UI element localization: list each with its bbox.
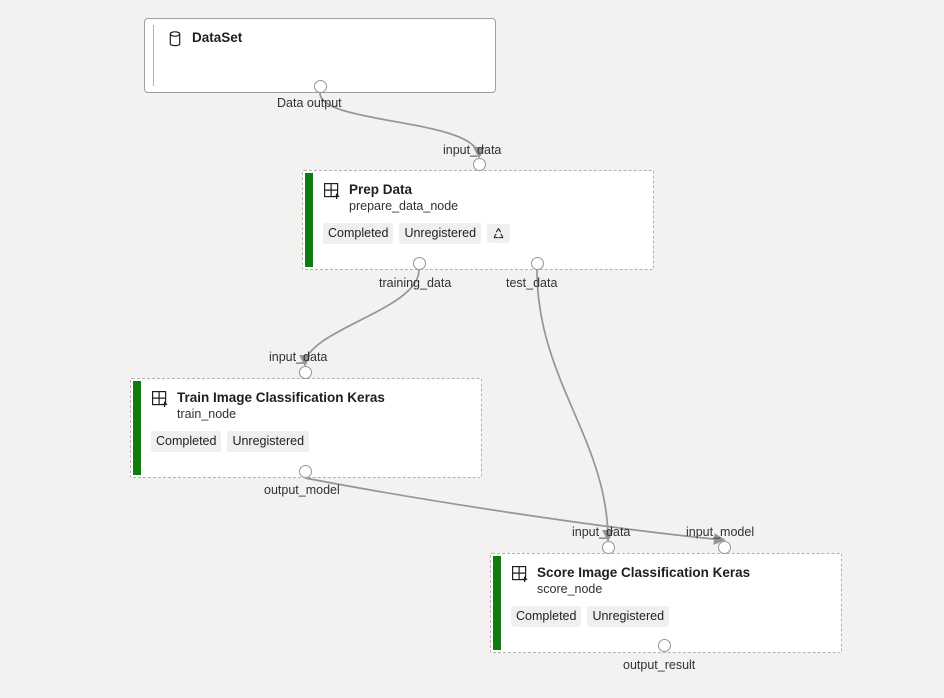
node-status-accent-bar — [493, 556, 501, 650]
reuse-badge[interactable] — [487, 224, 511, 243]
node-header: Prep Data prepare_data_node — [323, 181, 641, 214]
port-label-p_score_in_data: input_data — [572, 525, 631, 539]
port-label-p_prep_train: training_data — [379, 276, 452, 290]
graph-node-train_node[interactable]: Train Image Classification Keras train_no… — [130, 378, 482, 478]
node-subtitle: train_node — [177, 407, 237, 421]
node-header: DataSet — [166, 29, 483, 48]
node-title: DataSet — [192, 30, 243, 45]
node-titles: Score Image Classification Keras score_no… — [537, 564, 750, 597]
port-p_score_in_model[interactable] — [717, 540, 731, 554]
module-grid-plus-icon — [152, 391, 168, 407]
module-grid-plus-icon — [512, 566, 528, 582]
port-p_prep_train[interactable] — [412, 256, 426, 270]
status-badge-unregistered: Unregistered — [399, 223, 482, 244]
node-titles: DataSet — [192, 29, 242, 46]
port-label-p_dataset_out: Data output — [277, 96, 342, 110]
node-title: Train Image Classification Keras — [177, 390, 385, 405]
port-p_prep_in[interactable] — [472, 157, 486, 171]
status-badge-completed: Completed — [323, 223, 394, 244]
node-titles: Train Image Classification Keras train_no… — [177, 389, 385, 422]
port-p_prep_test[interactable] — [530, 256, 544, 270]
status-badge-unregistered: Unregistered — [227, 431, 310, 452]
node-status-accent-bar — [133, 381, 141, 475]
node-body: DataSet — [154, 19, 495, 92]
database-cylinder-icon — [169, 31, 181, 47]
node-body: Train Image Classification Keras train_no… — [141, 379, 481, 477]
node-side-rule — [153, 25, 154, 86]
node-header: Train Image Classification Keras train_no… — [151, 389, 469, 422]
port-p_dataset_out[interactable] — [313, 79, 327, 93]
status-badge-completed: Completed — [511, 606, 582, 627]
node-titles: Prep Data prepare_data_node — [349, 181, 458, 214]
node-subtitle: score_node — [537, 582, 603, 596]
node-subtitle: prepare_data_node — [349, 199, 459, 213]
module-grid-plus-icon — [324, 183, 340, 199]
node-title: Prep Data — [349, 182, 413, 197]
graph-node-score_node[interactable]: Score Image Classification Keras score_no… — [490, 553, 842, 653]
port-p_score_in_data[interactable] — [601, 540, 615, 554]
recycle-icon — [493, 228, 504, 239]
port-label-p_train_in: input_data — [269, 350, 328, 364]
port-p_train_out[interactable] — [298, 464, 312, 478]
port-label-p_prep_test: test_data — [506, 276, 558, 290]
port-label-p_train_out: output_model — [264, 483, 340, 497]
node-body: Score Image Classification Keras score_no… — [501, 554, 841, 652]
edge-e4 — [304, 477, 726, 545]
port-label-p_score_out: output_result — [623, 658, 696, 672]
status-badge-unregistered: Unregistered — [587, 606, 670, 627]
node-title: Score Image Classification Keras — [537, 565, 751, 580]
port-label-p_score_in_model: input_model — [686, 525, 755, 539]
port-label-p_prep_in: input_data — [443, 143, 502, 157]
node-header: Score Image Classification Keras score_no… — [511, 564, 829, 597]
status-badge-completed: Completed — [151, 431, 222, 452]
edge-e3 — [536, 269, 614, 542]
port-p_train_in[interactable] — [298, 365, 312, 379]
port-p_score_out[interactable] — [657, 638, 671, 652]
node-status-accent-bar — [305, 173, 313, 267]
